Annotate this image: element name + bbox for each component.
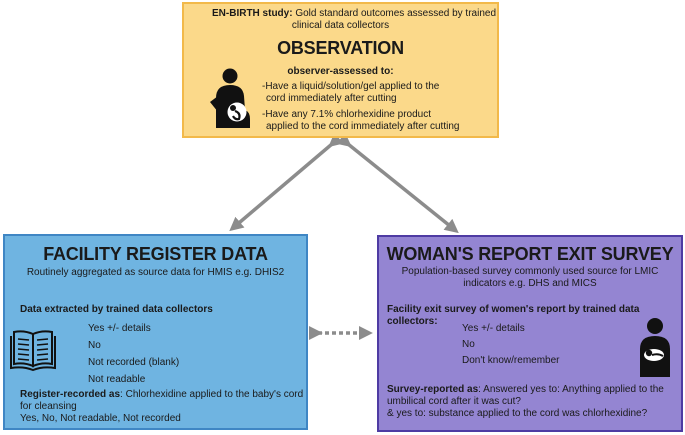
facility-register-box: FACILITY REGISTER DATA Routinely aggrega… bbox=[3, 234, 308, 430]
facility-recorded-line3: Yes, No, Not readable, Not recorded bbox=[20, 413, 181, 424]
woman-exit-label-line2: collectors: bbox=[387, 316, 438, 327]
woman-option-no: No bbox=[462, 339, 475, 350]
woman-subtitle-line2: indicators e.g. DHS and MICS bbox=[463, 278, 597, 289]
arrow-observation-woman bbox=[336, 132, 459, 234]
observation-title: OBSERVATION bbox=[277, 38, 404, 58]
woman-reported-bold: Survey-reported as bbox=[387, 384, 479, 395]
woman-reported-line1: Survey-reported as: Answered yes to: Any… bbox=[387, 384, 664, 396]
woman-subtitle-line1: Population-based survey commonly used so… bbox=[401, 266, 659, 277]
observation-item2-line1: -Have any 7.1% chlorhexidine product bbox=[262, 109, 431, 120]
observation-subtitle: observer-assessed to: bbox=[287, 66, 394, 77]
facility-option-no: No bbox=[88, 340, 101, 351]
mother-with-baby-icon bbox=[640, 318, 670, 377]
observation-item2-line2: applied to the cord immediately after cu… bbox=[266, 121, 460, 132]
woman-reported-text: : Answered yes to: Anything applied to t… bbox=[478, 384, 664, 395]
facility-recorded-line1: Register-recorded as: Chlorhexidine appl… bbox=[20, 389, 303, 401]
facility-option-not-readable: Not readable bbox=[88, 374, 146, 385]
facility-option-yes: Yes +/- details bbox=[88, 323, 151, 334]
woman-reported-line2: umbilical cord after it was cut? bbox=[387, 396, 521, 407]
woman-title: WOMAN'S REPORT EXIT SURVEY bbox=[386, 244, 674, 264]
facility-extracted-label: Data extracted by trained data collector… bbox=[20, 304, 213, 315]
observation-intro-line2: clinical data collectors bbox=[291, 20, 390, 31]
open-book-icon bbox=[10, 330, 56, 372]
arrow-observation-facility bbox=[229, 132, 344, 232]
observation-intro-bold: EN-BIRTH study: bbox=[212, 8, 293, 19]
pregnant-woman-icon bbox=[210, 68, 250, 128]
woman-report-box: WOMAN'S REPORT EXIT SURVEY Population-ba… bbox=[377, 235, 683, 432]
observation-item1-line2: cord immediately after cutting bbox=[266, 93, 397, 104]
facility-title: FACILITY REGISTER DATA bbox=[43, 244, 268, 264]
woman-option-dont-know: Don't know/remember bbox=[462, 355, 560, 366]
observation-intro-line1: EN-BIRTH study: Gold standard outcomes a… bbox=[212, 8, 496, 20]
woman-option-yes: Yes +/- details bbox=[462, 323, 525, 334]
woman-exit-label-line1: Facility exit survey of women's report b… bbox=[387, 304, 640, 315]
observation-intro-text: Gold standard outcomes assessed by train… bbox=[295, 8, 497, 19]
observation-item1-line1: -Have a liquid/solution/gel applied to t… bbox=[262, 81, 440, 92]
facility-recorded-bold: Register-recorded as bbox=[20, 389, 121, 400]
woman-reported-line3: & yes to: substance applied to the cord … bbox=[387, 408, 648, 419]
facility-recorded-line2: for cleansing bbox=[20, 401, 77, 412]
facility-recorded-text: : Chlorhexidine applied to the baby's co… bbox=[120, 389, 304, 400]
observation-box: EN-BIRTH study: Gold standard outcomes a… bbox=[182, 2, 499, 138]
facility-subtitle: Routinely aggregated as source data for … bbox=[26, 267, 285, 278]
facility-option-not-recorded: Not recorded (blank) bbox=[88, 357, 180, 368]
